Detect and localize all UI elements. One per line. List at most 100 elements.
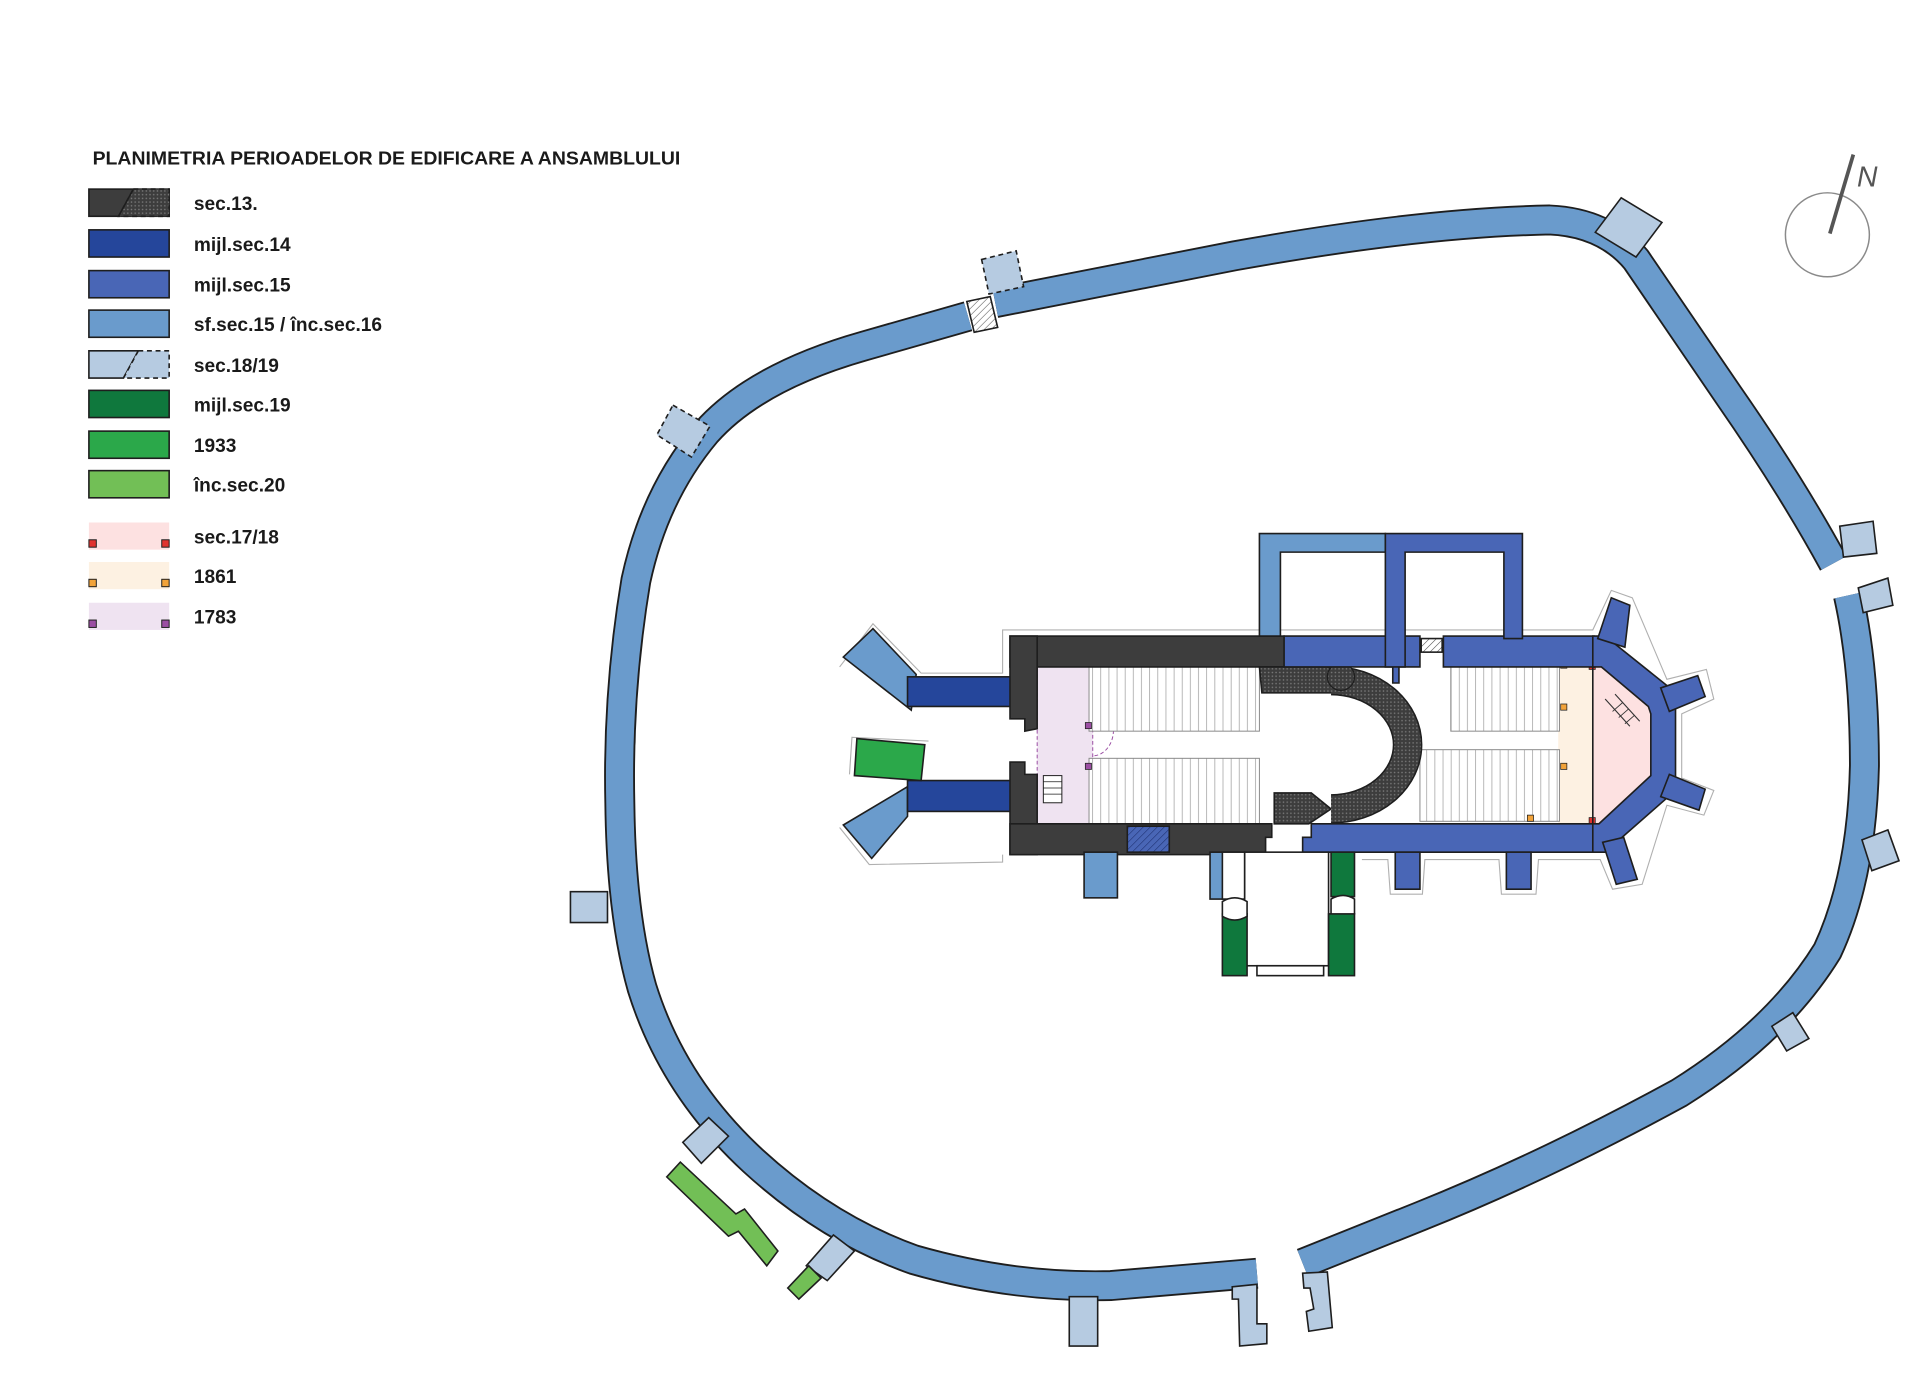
tower-south (1068, 1295, 1099, 1347)
pews-choir-south (1419, 749, 1560, 822)
legend-label-mijl-sec14: mijl.sec.14 (194, 235, 291, 256)
legend-row-1933: 1933 (88, 430, 237, 460)
north-arrow-circle (1784, 192, 1871, 278)
west-wall-mijl-sec14-north (906, 676, 1014, 708)
legend-swatch-sec18-19-uncertain (122, 350, 170, 379)
legend-row-1861: 1861 (88, 562, 237, 590)
west-wall-diagonal-south (842, 785, 909, 860)
annexes-inc-sec20 (665, 1160, 823, 1301)
legend-marker-sec17-18-left (88, 539, 97, 548)
church (839, 532, 1715, 977)
legend-swatch-sf-sec15-inc-sec16 (88, 309, 170, 339)
porch-wall-east-upper (1330, 851, 1356, 898)
legend-label-inc-sec20: înc.sec.20 (193, 476, 285, 497)
south-porch (1221, 851, 1356, 977)
church-halo (839, 589, 1715, 895)
nave-wall-west-north (1009, 635, 1038, 733)
pews-nave-south (1088, 757, 1260, 825)
apse-buttress-south (1601, 836, 1639, 886)
stair-nave-icon (1042, 775, 1063, 804)
tower-east-upper (1838, 520, 1878, 558)
north-arrow-label: N (1857, 162, 1878, 194)
legend-row-sec17-18: sec.17/18 (88, 522, 279, 550)
legend-swatch-1783 (88, 602, 170, 630)
legend-label-sec13: sec.13. (194, 194, 258, 215)
porch-wall-west-upper (1221, 851, 1246, 900)
markers-1783 (1084, 722, 1092, 770)
legend-label-1933: 1933 (194, 436, 237, 457)
legend-row-inc-sec20: înc.sec.20 (88, 469, 285, 499)
sacristy (1258, 532, 1524, 668)
legend-marker-1783-right (161, 619, 170, 628)
legend-swatch-1933 (88, 430, 170, 460)
tower-south-east (1770, 1011, 1810, 1053)
nave-wall-south-hatched (1126, 825, 1171, 853)
legend-marker-1783-left (88, 619, 97, 628)
legend-label-mijl-sec19: mijl.sec.19 (194, 395, 291, 416)
legend-row-mijl-sec14: mijl.sec.14 (88, 229, 291, 258)
legend-label-mijl-sec15: mijl.sec.15 (194, 276, 291, 297)
legend-row-1783: 1783 (88, 602, 237, 630)
annex-inc-sec20-long (665, 1160, 779, 1268)
west-annex-1933 (853, 737, 926, 782)
church-halo-west (839, 736, 1004, 866)
legend-swatch-divider (117, 188, 135, 217)
legend-label-1861: 1861 (194, 567, 237, 588)
nave-buttress-south-1 (1083, 851, 1119, 899)
legend-row-sec13: sec.13. (88, 188, 258, 218)
choir-wall-north-hatched (1420, 637, 1443, 653)
tower-south-gate-east (1301, 1271, 1334, 1333)
legend-swatch-mijl-sec14 (88, 229, 170, 258)
tower-west (569, 890, 609, 924)
tower-south-gate-west (1231, 1283, 1268, 1347)
porch-wall-east (1327, 913, 1356, 977)
legend-row-sf-sec15-inc-sec16: sf.sec.15 / înc.sec.16 (88, 309, 382, 339)
west-wall-mijl-sec14-south (906, 779, 1014, 813)
legend-swatch-inc-sec20 (88, 469, 170, 499)
pews-choir-north (1450, 666, 1560, 732)
tower-north-dashed (980, 249, 1025, 296)
sacristy-east-room (1384, 532, 1524, 668)
romanesque-apse-sec13 (1330, 667, 1421, 823)
apse-buttress-north (1596, 596, 1631, 649)
legend-marker-1861-left (88, 578, 97, 588)
legend-marker-1861-right (161, 578, 170, 588)
annex-inc-sec20-small (786, 1264, 823, 1301)
tower-north-east (1594, 196, 1664, 259)
legend: sec.13. mijl.sec.14 mijl.sec.15 sf.sec.1… (88, 188, 382, 630)
choir-mijl-sec15 (1283, 596, 1707, 891)
enclosure-wall-east (1296, 591, 1880, 1278)
choir-buttress-south-1 (1394, 851, 1421, 891)
enclosure-wall (604, 204, 1880, 1302)
pews-nave-north (1088, 666, 1260, 732)
tower-east-gap (1857, 576, 1894, 614)
legend-row-mijl-sec15: mijl.sec.15 (88, 269, 291, 299)
zone-1861-choir (1558, 663, 1593, 824)
porch-wall-west (1221, 913, 1248, 977)
plan-title: PLANIMETRIA PERIOADELOR DE EDIFICARE A A… (93, 147, 681, 168)
enclosure-wall-hatched-gap (965, 295, 999, 334)
nave-sec13 (1009, 635, 1423, 856)
legend-label-sf-sec15-inc-sec16: sf.sec.15 / înc.sec.16 (194, 315, 382, 336)
zone-sec17-18-apse (1592, 666, 1651, 824)
tower-east-middle (1860, 828, 1901, 872)
porch-interior (1243, 851, 1330, 967)
triumphal-arch-south (1273, 792, 1333, 825)
legend-swatch-sec17-18 (88, 522, 170, 550)
legend-swatch-mijl-sec19 (88, 389, 170, 419)
legend-marker-sec17-18-right (161, 539, 170, 548)
tower-south-west-lower (805, 1233, 856, 1282)
north-arrow-needle-icon (1828, 154, 1856, 235)
nave-wall-north (1009, 635, 1285, 668)
enclosure-wall-north (992, 204, 1848, 571)
choir-buttress-south-2 (1505, 851, 1532, 891)
legend-row-sec18-19: sec.18/19 (88, 350, 279, 379)
legend-label-1783: 1783 (194, 608, 237, 629)
stair-apse-icon (1604, 693, 1641, 727)
apse-buttress-south-east (1659, 773, 1707, 812)
porch-threshold (1256, 964, 1325, 977)
choir-wall-south (1301, 822, 1595, 853)
west-wall-diagonal-north (842, 627, 918, 712)
porch-arch-west (1221, 897, 1248, 921)
